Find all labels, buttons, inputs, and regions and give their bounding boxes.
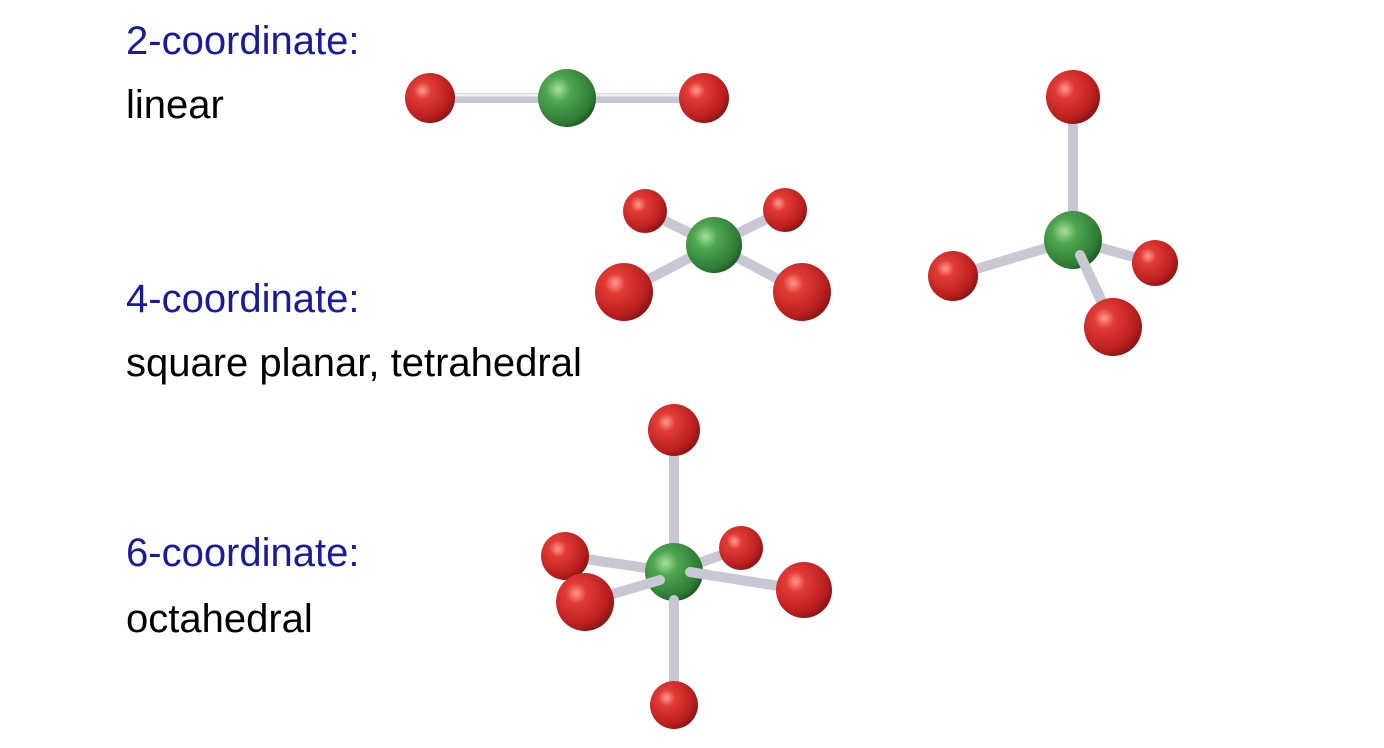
central-atom-icon bbox=[538, 69, 596, 127]
heading-2-coordinate: 2-coordinate: bbox=[126, 19, 360, 63]
central-atom-icon bbox=[645, 543, 703, 601]
ligand-atom-icon bbox=[595, 263, 653, 321]
ligand-atom-icon bbox=[1132, 240, 1178, 286]
linear-molecule bbox=[405, 69, 729, 127]
heading-6-coordinate: 6-coordinate: bbox=[126, 531, 360, 575]
ligand-atom-icon bbox=[405, 73, 455, 123]
octahedral-molecule bbox=[541, 404, 832, 729]
ligand-atom-icon bbox=[1084, 298, 1142, 356]
geometry-octahedral-label: octahedral bbox=[126, 597, 313, 641]
ligand-atom-icon bbox=[776, 562, 832, 618]
central-atom-icon bbox=[686, 217, 742, 273]
ligand-atom-icon bbox=[541, 532, 589, 580]
tetrahedral-molecule bbox=[928, 70, 1178, 356]
ligand-atom-icon bbox=[773, 263, 831, 321]
ligand-atom-icon bbox=[648, 404, 700, 456]
ligand-atom-icon bbox=[623, 189, 667, 233]
geometry-square-planar-tetrahedral-label: square planar, tetrahedral bbox=[126, 341, 582, 385]
ligand-atom-icon bbox=[556, 573, 614, 631]
heading-4-coordinate: 4-coordinate: bbox=[126, 277, 360, 321]
ligand-atom-icon bbox=[679, 73, 729, 123]
ligand-atom-icon bbox=[1046, 70, 1100, 124]
ligand-atom-icon bbox=[650, 681, 698, 729]
geometry-linear-label: linear bbox=[126, 83, 224, 127]
ligand-atom-icon bbox=[763, 188, 807, 232]
central-atom-icon bbox=[1044, 211, 1102, 269]
ligand-atom-icon bbox=[719, 526, 763, 570]
ligand-atom-icon bbox=[928, 251, 978, 301]
square-planar-molecule bbox=[595, 188, 831, 321]
